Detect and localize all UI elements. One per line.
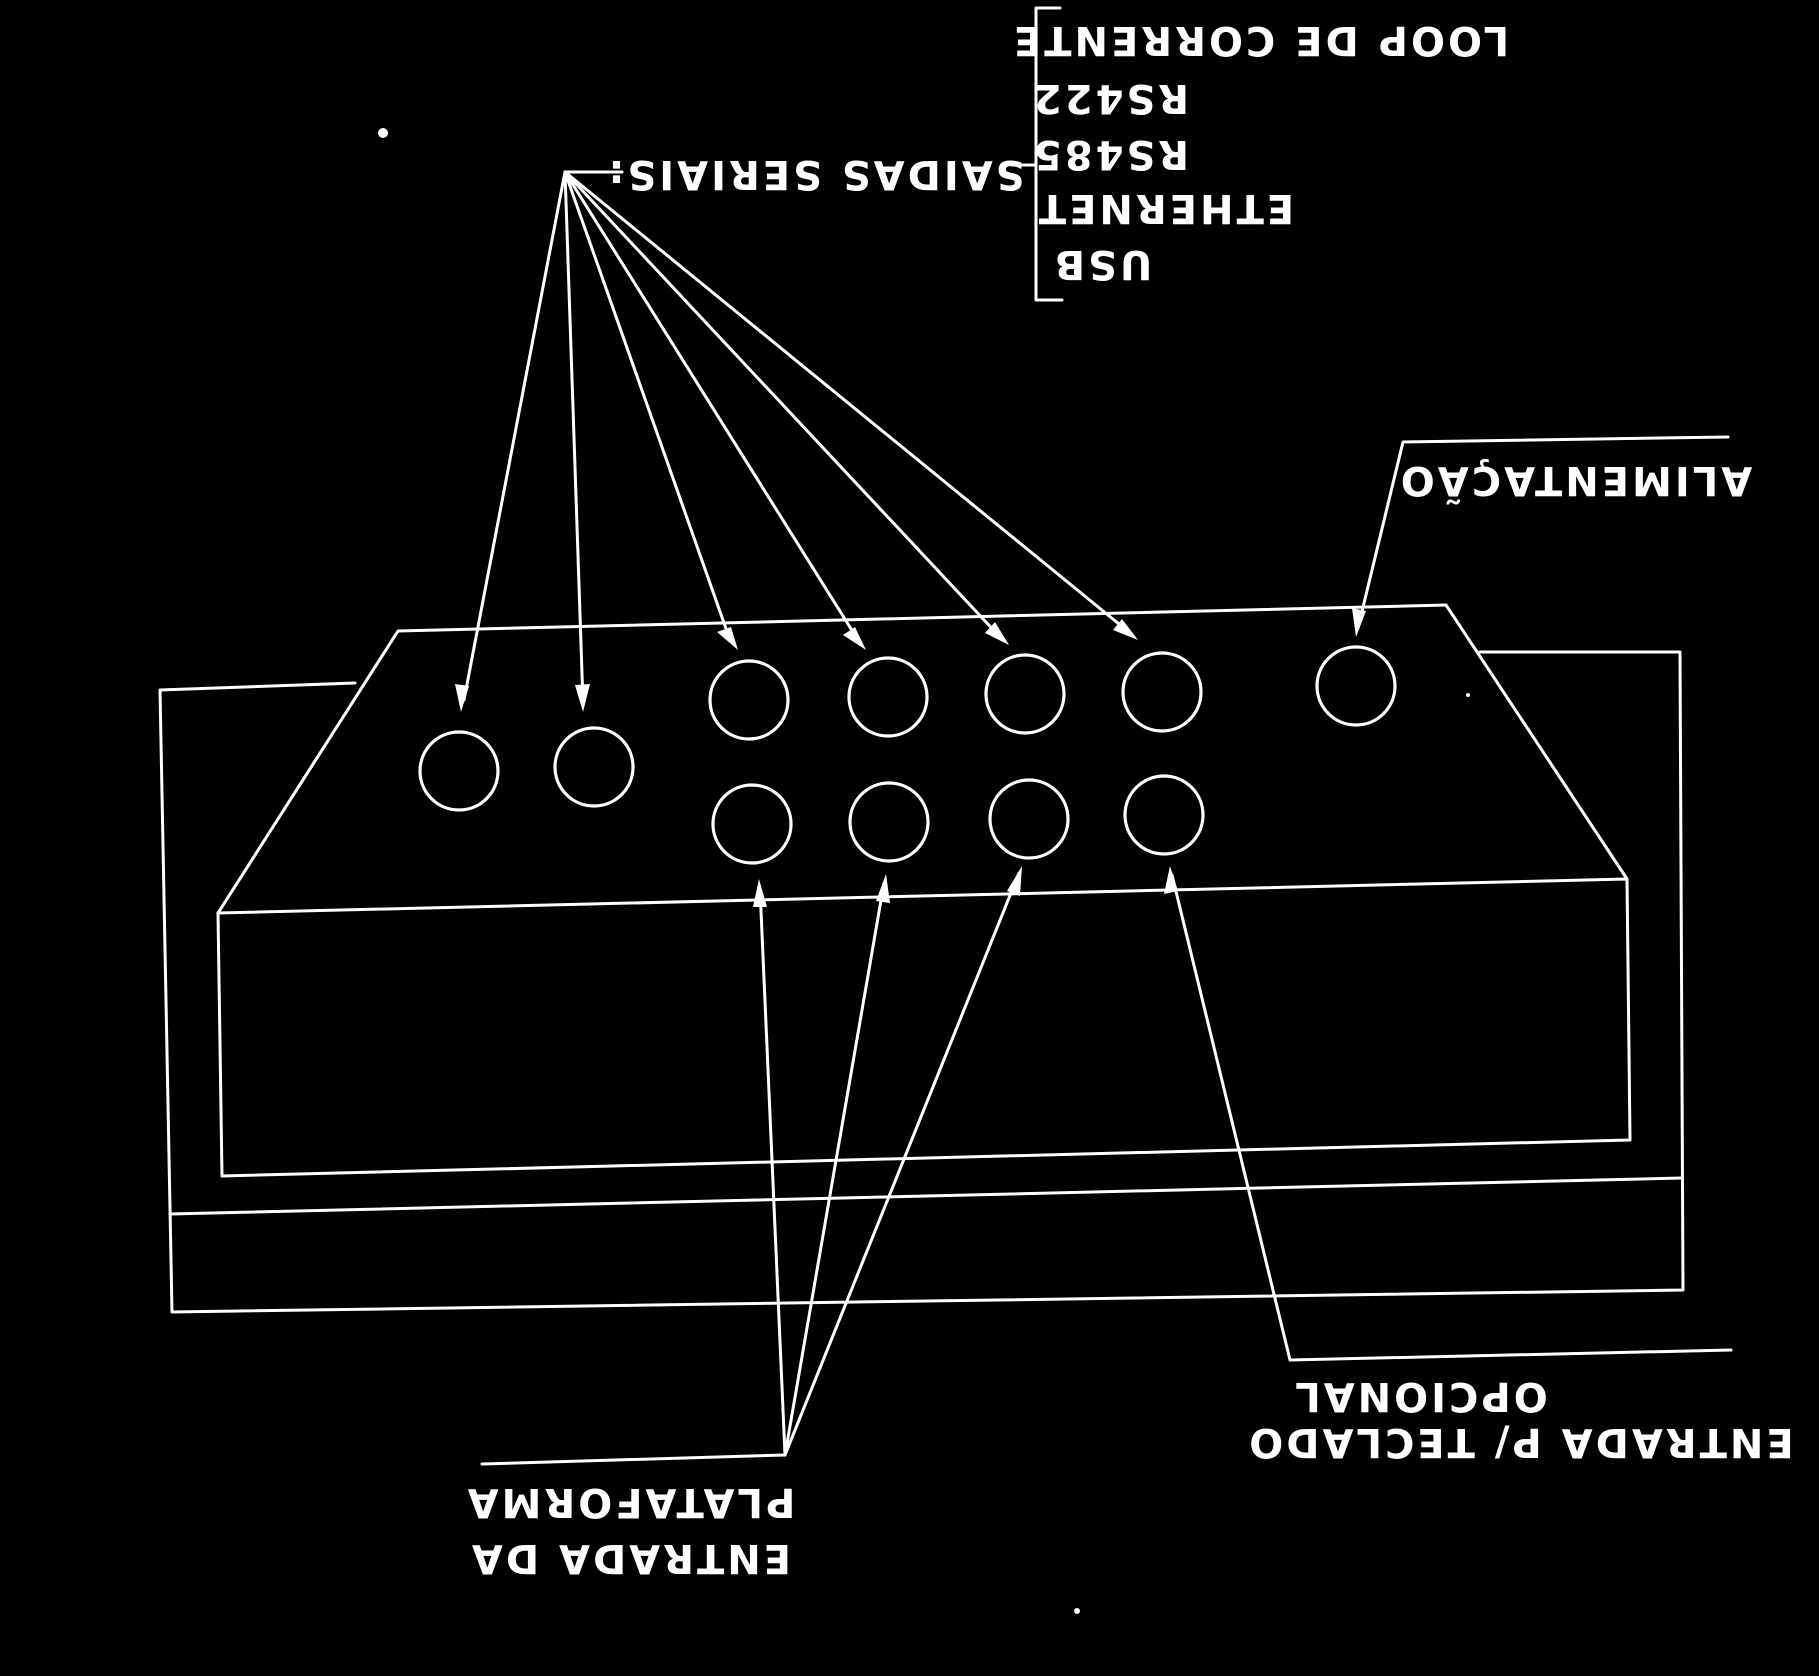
- serial-option-usb: USB: [1052, 241, 1153, 287]
- back-plate: [158, 650, 1685, 1314]
- platform-label-line1: PLATAFORMA: [465, 1479, 796, 1525]
- leader-lines: [462, 6, 1733, 1466]
- labels: SAIDAS SERIAIS: LOOP DE CORRENTE RS422 R…: [465, 17, 1794, 1581]
- platform-port-1: [418, 730, 500, 812]
- speck: [378, 128, 388, 138]
- arrow-power: [1352, 608, 1366, 637]
- arrow-keyboard: [1164, 866, 1178, 894]
- serial-option-rs485: RS485: [1031, 131, 1189, 177]
- arrow-platform-1: [753, 879, 767, 907]
- platform-leader-2: [783, 881, 886, 1457]
- serial-leader-5: [563, 170, 1002, 639]
- keyboard-port: [1123, 774, 1205, 856]
- device-outline: [158, 603, 1685, 1314]
- serial-port-4: [1121, 651, 1203, 733]
- back-plate-divider: [168, 1176, 1684, 1216]
- keyboard-leader: [1170, 873, 1733, 1362]
- power-label: ALIMENTAÇÃO: [1398, 457, 1752, 506]
- arrow-serial-1: [455, 684, 469, 712]
- serial-option-rs422: RS422: [1031, 75, 1189, 121]
- speck: [1466, 693, 1470, 697]
- keyboard-label-line2: ENTRADA P/ TECLADO: [1246, 1419, 1793, 1465]
- platform-leader-1: [758, 886, 787, 1457]
- arrow-serial-6: [1113, 619, 1138, 640]
- platform-port-3: [711, 783, 793, 865]
- arrow-serial-3: [717, 627, 738, 650]
- serial-leader-2: [563, 170, 585, 705]
- speck: [1074, 1608, 1080, 1614]
- platform-label-line: [480, 1453, 787, 1466]
- platform-port-4: [848, 781, 930, 863]
- serial-leader-6: [563, 170, 1132, 635]
- scan-specks: [378, 128, 1470, 1614]
- serial-port-3: [984, 653, 1066, 735]
- platform-leader-3: [783, 871, 1021, 1457]
- serial-options-bracket: [1034, 6, 1064, 302]
- serial-option-loop: LOOP DE CORRENTE: [1011, 17, 1509, 63]
- serial-option-ethernet: ETHERNET: [1036, 185, 1294, 231]
- platform-port-2: [553, 726, 635, 808]
- serial-port-2: [847, 656, 929, 738]
- serial-leader-4: [563, 170, 860, 642]
- arrow-platform-3: [1007, 866, 1022, 896]
- connector-ports: [418, 645, 1397, 865]
- serial-outputs-label: SAIDAS SERIAIS:: [605, 151, 1024, 197]
- power-leader: [1356, 435, 1730, 630]
- keyboard-label-line1: OPCIONAL: [1292, 1373, 1547, 1419]
- arrowheads: [455, 608, 1366, 907]
- front-face: [216, 877, 1632, 1178]
- serial-leader-1: [462, 170, 567, 702]
- arrow-serial-4: [843, 627, 866, 650]
- power-port: [1315, 645, 1397, 727]
- top-panel: [216, 603, 1629, 915]
- platform-port-5: [988, 778, 1070, 860]
- platform-label-line2: ENTRADA DA: [469, 1535, 791, 1581]
- arrow-serial-5: [985, 622, 1009, 645]
- arrow-serial-2: [575, 684, 590, 712]
- arrow-platform-2: [876, 874, 890, 903]
- serial-port-1: [708, 659, 790, 741]
- serial-leader-3: [563, 170, 732, 642]
